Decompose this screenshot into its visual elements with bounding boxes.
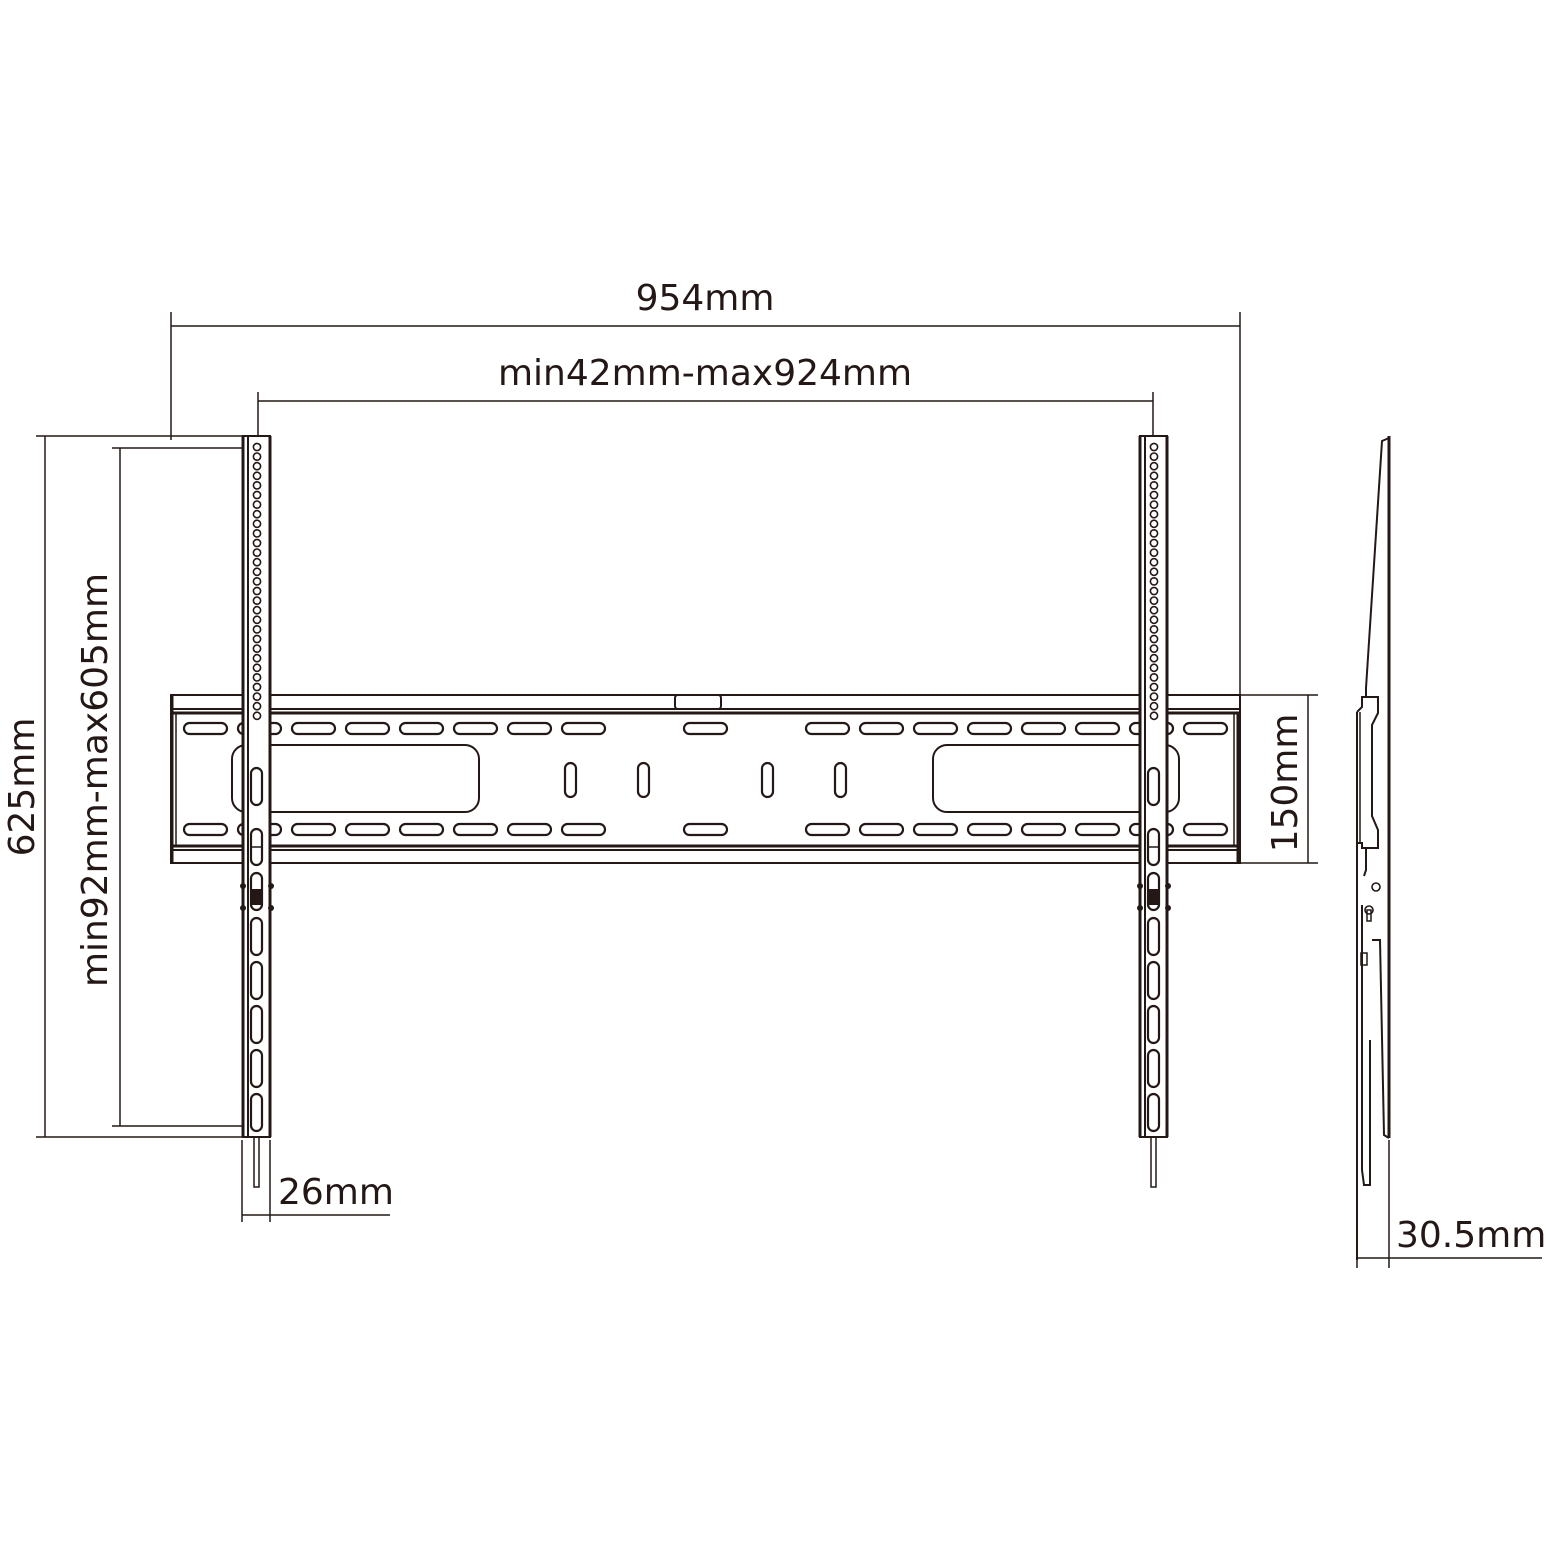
label-overall-width: 954mm (636, 278, 775, 319)
level-latch (674, 694, 722, 710)
dimension-vesa-horizontal: min42mm-max924mm (257, 353, 1154, 440)
label-overall-height: 625mm (2, 718, 43, 857)
dimension-arm-width: 26mm (241, 1140, 394, 1222)
label-vesa-vertical: min92mm-max605mm (75, 573, 116, 987)
dimension-overall-width: 954mm (170, 278, 1241, 700)
side-profile-view (1356, 436, 1391, 1260)
slots-bottom-row (182, 822, 1229, 837)
slots-top-row (182, 721, 1229, 736)
mounting-arm-right (1137, 435, 1171, 1188)
arm-holes (1149, 442, 1159, 721)
label-profile-depth: 30.5mm (1396, 1215, 1546, 1256)
cutout-left (231, 744, 480, 813)
dimension-plate-height: 150mm (1240, 694, 1318, 864)
arm-holes (252, 442, 262, 721)
label-plate-height: 150mm (1265, 714, 1306, 853)
dimension-overall-height: 625mm (2, 435, 270, 1138)
mounting-arm-left (240, 435, 274, 1188)
dimension-vesa-vertical: min92mm-max605mm (75, 447, 256, 1127)
dimension-profile-depth: 30.5mm (1356, 1140, 1546, 1268)
wall-plate (170, 694, 1241, 864)
cutout-right (932, 744, 1180, 813)
label-vesa-horizontal: min42mm-max924mm (498, 353, 912, 394)
label-arm-width: 26mm (278, 1172, 394, 1213)
slots-center-vertical (563, 761, 848, 799)
